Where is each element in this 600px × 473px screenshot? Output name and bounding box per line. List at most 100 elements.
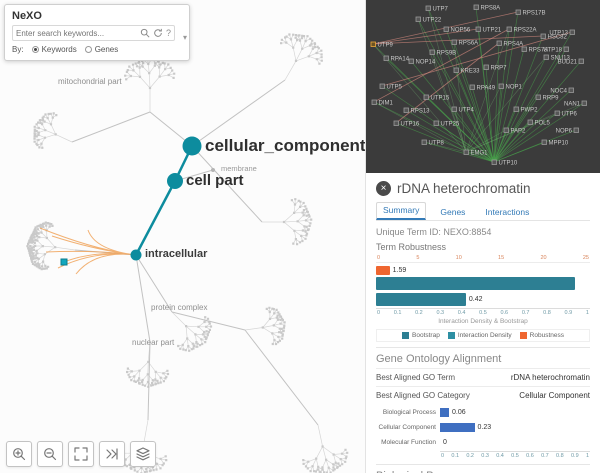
gene-node[interactable] (578, 58, 584, 64)
gene-node[interactable] (569, 29, 575, 35)
intracellular-node[interactable] (130, 249, 142, 261)
tab-genes[interactable]: Genes (440, 207, 466, 217)
search-input[interactable] (16, 28, 137, 38)
gene-node[interactable] (451, 106, 457, 112)
radio-keywords-dot[interactable] (31, 46, 39, 53)
gene-node[interactable] (415, 16, 421, 22)
gene-node-label: UTP6 (562, 112, 578, 118)
gene-node-label: PAP2 (511, 129, 527, 135)
search-icon[interactable] (140, 28, 150, 38)
membrane-node[interactable] (211, 168, 215, 172)
gene-node[interactable] (371, 99, 377, 105)
gene-node[interactable] (581, 100, 587, 106)
gene-node[interactable] (451, 39, 457, 45)
ontology-tree-canvas[interactable] (0, 0, 366, 473)
gene-node[interactable] (423, 94, 429, 100)
gene-node-label: UTP10 (499, 161, 518, 167)
gene-node-label: BUD21 (558, 60, 578, 66)
fit-to-screen-button[interactable] (68, 441, 94, 467)
interaction-density-bar (376, 292, 466, 306)
tree-label-cell-part[interactable]: cell part (186, 172, 244, 189)
selected-term-node[interactable] (60, 258, 68, 266)
gene-node[interactable] (425, 5, 431, 11)
gene-node[interactable] (515, 9, 521, 15)
tree-label-protein-complex[interactable]: protein complex (151, 303, 208, 312)
tree-label-membrane[interactable]: membrane (221, 164, 257, 173)
zoom-in-button[interactable] (6, 441, 32, 467)
layers-button[interactable] (130, 441, 156, 467)
go-category-bar (440, 423, 475, 432)
radio-genes[interactable]: Genes (84, 45, 118, 54)
gene-node[interactable] (393, 120, 399, 126)
gene-node-label: UTP5 (387, 85, 403, 91)
zoom-out-button[interactable] (37, 441, 63, 467)
expand-collapse-button[interactable] (99, 441, 125, 467)
zoom-out-icon (44, 448, 57, 461)
gene-node[interactable] (370, 41, 376, 47)
gene-node[interactable] (429, 49, 435, 55)
gene-node[interactable] (513, 106, 519, 112)
gene-node[interactable] (568, 87, 574, 93)
cell-part-node[interactable] (167, 173, 183, 189)
search-box: ? (12, 25, 175, 41)
gene-node-label: RRP7 (491, 66, 508, 72)
gene-node[interactable] (421, 139, 427, 145)
cellular-component-node[interactable] (182, 136, 202, 156)
collapse-caret-icon[interactable]: ▾ (182, 33, 187, 42)
radio-genes-dot[interactable] (84, 46, 92, 53)
gene-node[interactable] (503, 127, 509, 133)
gene-node-label: RPA49 (477, 86, 496, 92)
gene-node[interactable] (563, 46, 569, 52)
gene-node[interactable] (498, 83, 504, 89)
gene-node-label: RPS9B (437, 51, 457, 57)
layers-icon (136, 447, 150, 461)
gene-node[interactable] (535, 94, 541, 100)
gene-node[interactable] (433, 120, 439, 126)
gene-node[interactable] (491, 159, 497, 165)
go-alignment-title: Gene Ontology Alignment (376, 347, 590, 365)
tree-label-intracellular[interactable]: intracellular (145, 248, 208, 260)
gene-node[interactable] (383, 55, 389, 61)
gene-node[interactable] (475, 26, 481, 32)
gene-node-label: RPS6A (459, 41, 479, 47)
help-icon[interactable]: ? (165, 28, 171, 38)
gene-node-label: UTP4 (459, 108, 475, 114)
gene-node[interactable] (379, 83, 385, 89)
gene-node[interactable] (527, 119, 533, 125)
tree-label-cellular-component[interactable]: cellular_component (205, 136, 366, 155)
term-id-value: NEXO:8854 (443, 227, 492, 237)
tree-label-nuclear-part[interactable]: nuclear part (132, 338, 175, 347)
tree-label-mitochondrial-part[interactable]: mitochondrial part (58, 77, 122, 86)
gene-node[interactable] (496, 40, 502, 46)
gene-node[interactable] (521, 46, 527, 52)
gene-node[interactable] (483, 64, 489, 70)
gene-node[interactable] (541, 139, 547, 145)
gene-node-label: SNU13 (551, 56, 571, 62)
gene-node[interactable] (443, 26, 449, 32)
gene-node[interactable] (403, 107, 409, 113)
gene-node[interactable] (408, 58, 414, 64)
gene-node[interactable] (540, 33, 546, 39)
gene-node[interactable] (469, 84, 475, 90)
gene-node[interactable] (463, 149, 469, 155)
radio-keywords[interactable]: Keywords (31, 45, 77, 54)
gene-node-label: UTP18 (543, 48, 562, 54)
gene-node-label: UTP22 (423, 18, 442, 24)
refresh-icon[interactable] (153, 28, 163, 38)
gene-node[interactable] (543, 54, 549, 60)
gene-node-label: RPS4A (504, 42, 524, 48)
close-icon[interactable]: × (376, 181, 391, 196)
gene-node[interactable] (554, 110, 560, 116)
gene-node[interactable] (453, 67, 459, 73)
gene-node[interactable] (506, 26, 512, 32)
tab-interactions[interactable]: Interactions (485, 207, 530, 217)
gene-node[interactable] (573, 127, 579, 133)
gene-node[interactable] (473, 4, 479, 10)
tab-summary[interactable]: Summary (376, 202, 427, 220)
